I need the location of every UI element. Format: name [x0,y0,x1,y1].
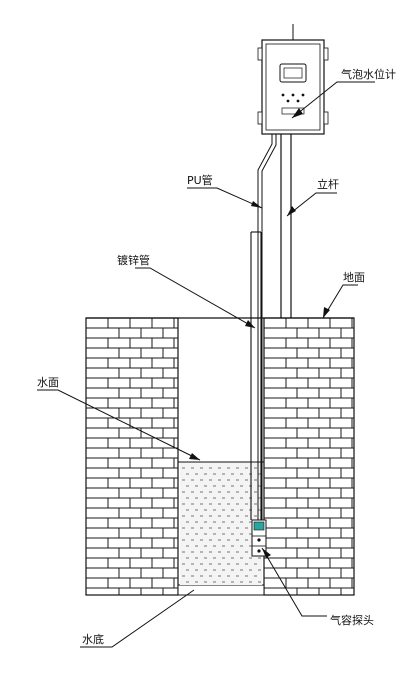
leader-ground [322,284,358,319]
right-brick-wall [263,317,355,596]
bubble-water-level-meter [257,24,329,135]
left-brick-wall [85,317,179,596]
leader-meter [291,81,375,119]
leader-probe [261,547,327,617]
leader-pu-tube [187,187,263,209]
pu-tube-label: PU管 [187,173,213,187]
pu-tube [257,134,277,520]
leader-water-surface [37,389,201,461]
meter-label: 气泡水位计 [341,67,396,81]
pole-label: 立杆 [317,177,339,191]
leader-pole [286,192,337,217]
water-surface-label: 水面 [37,376,59,389]
ground-label: 地面 [343,271,365,284]
leader-lines [37,81,375,648]
leader-water-bottom [80,589,195,648]
leader-galv-pipe [135,267,256,329]
water-bottom-label: 水底 [82,632,104,646]
galvanized-pipe [250,231,262,520]
probe-label: 气容探头 [330,613,374,627]
water-body [178,461,264,585]
leader-arrowheads [189,108,330,558]
pole [280,134,292,318]
probe [251,519,267,557]
meter-display [279,63,307,83]
galv-pipe-label: 镀锌管 [117,253,150,267]
well-bottom [177,584,265,596]
meter-buttons [281,93,305,103]
